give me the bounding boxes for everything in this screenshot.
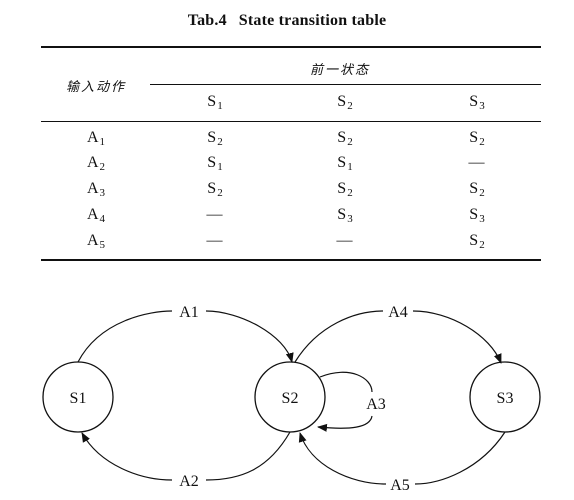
table-cell-subscript: 1 bbox=[347, 161, 353, 173]
header-bottom-rule bbox=[41, 121, 541, 122]
transition-a5: A5 bbox=[298, 431, 506, 494]
column-header-s2-symbol: S bbox=[337, 93, 347, 110]
column-header-s1-subscript: 1 bbox=[217, 100, 223, 112]
table-cell-symbol: S bbox=[207, 129, 217, 146]
table-cell: — bbox=[305, 232, 385, 251]
table-cell: S1 bbox=[305, 154, 385, 173]
table-cell-symbol: — bbox=[206, 206, 223, 223]
row-label-a5-symbol: A bbox=[86, 232, 99, 249]
table-cell-symbol: S bbox=[337, 129, 347, 146]
table-caption: Tab.4 State transition table bbox=[0, 12, 574, 30]
column-header-s3: S3 bbox=[437, 93, 517, 112]
state-transition-diagram: S1 S2 S3 A1 A2 A3 A4 A5 bbox=[42, 304, 541, 494]
row-label-a4-symbol: A bbox=[86, 206, 99, 223]
table-title: State transition table bbox=[238, 12, 387, 29]
transition-label-a2: A2 bbox=[179, 473, 199, 490]
column-header-s2-subscript: 2 bbox=[347, 100, 353, 112]
column-header-s2: S2 bbox=[305, 93, 385, 112]
table-cell-symbol: S bbox=[469, 206, 479, 223]
table-number: Tab.4 bbox=[187, 12, 227, 29]
table-cell-symbol: — bbox=[468, 154, 485, 171]
table-bottom-rule bbox=[41, 259, 541, 261]
state-node-s1: S1 bbox=[42, 361, 114, 433]
transition-a1: A1 bbox=[77, 304, 294, 363]
transition-label-a1: A1 bbox=[179, 304, 199, 321]
row-label-a1-symbol: A bbox=[86, 129, 99, 146]
table-cell-symbol: S bbox=[469, 232, 479, 249]
table-cell-symbol: — bbox=[336, 232, 353, 249]
table-cell: S3 bbox=[305, 206, 385, 225]
table-cell-symbol: S bbox=[337, 154, 347, 171]
table-cell-subscript: 2 bbox=[217, 187, 223, 199]
table-cell-subscript: 2 bbox=[347, 136, 353, 148]
row-header-input-action: 输入动作 bbox=[65, 80, 126, 95]
row-label-a3: A3 bbox=[56, 180, 136, 199]
table-cell-subscript: 2 bbox=[217, 136, 223, 148]
table-cell-symbol: S bbox=[337, 180, 347, 197]
row-label-a5-subscript: 5 bbox=[99, 239, 106, 251]
table-cell-subscript: 3 bbox=[347, 213, 353, 225]
table-cell: S2 bbox=[437, 129, 517, 148]
group-header-previous-state: 前一状态 bbox=[309, 63, 370, 78]
state-label-s1: S1 bbox=[70, 390, 87, 407]
table-cell: S3 bbox=[437, 206, 517, 225]
transition-a2: A2 bbox=[81, 431, 291, 490]
row-label-a1: A1 bbox=[56, 129, 136, 148]
table-cell: S2 bbox=[437, 232, 517, 251]
table-cell-subscript: 3 bbox=[479, 213, 485, 225]
column-header-s3-symbol: S bbox=[469, 93, 479, 110]
state-label-s2: S2 bbox=[282, 390, 299, 407]
table-cell: — bbox=[175, 206, 255, 225]
transition-a3: A3 bbox=[317, 371, 386, 432]
row-label-a3-symbol: A bbox=[86, 180, 99, 197]
state-node-s2: S2 bbox=[254, 361, 326, 433]
table-cell-subscript: 2 bbox=[479, 239, 485, 251]
table-cell: S1 bbox=[175, 154, 255, 173]
table-cell: S2 bbox=[175, 180, 255, 199]
column-header-s1: S1 bbox=[175, 93, 255, 112]
column-header-s1-symbol: S bbox=[207, 93, 217, 110]
table-cell-symbol: S bbox=[469, 129, 479, 146]
group-header-rule bbox=[150, 84, 541, 85]
table-cell-symbol: S bbox=[337, 206, 347, 223]
transition-label-a5: A5 bbox=[390, 477, 410, 494]
table-cell-symbol: — bbox=[206, 232, 223, 249]
row-label-a5: A5 bbox=[56, 232, 136, 251]
transition-label-a3: A3 bbox=[366, 396, 386, 413]
row-label-a2-symbol: A bbox=[86, 154, 99, 171]
row-label-a1-subscript: 1 bbox=[99, 136, 106, 148]
row-label-a4: A4 bbox=[56, 206, 136, 225]
table-cell: S2 bbox=[305, 129, 385, 148]
table-cell-subscript: 2 bbox=[479, 187, 485, 199]
table-top-rule bbox=[41, 46, 541, 48]
transition-a4: A4 bbox=[294, 304, 502, 364]
row-label-a2-subscript: 2 bbox=[99, 161, 106, 173]
state-node-s3: S3 bbox=[469, 361, 541, 433]
table-cell-subscript: 1 bbox=[217, 161, 223, 173]
table-cell-symbol: S bbox=[207, 180, 217, 197]
row-label-a3-subscript: 3 bbox=[99, 187, 106, 199]
table-cell: — bbox=[175, 232, 255, 251]
column-header-s3-subscript: 3 bbox=[479, 100, 485, 112]
row-label-a2: A2 bbox=[56, 154, 136, 173]
table-cell: S2 bbox=[175, 129, 255, 148]
transition-label-a4: A4 bbox=[388, 304, 408, 321]
table-cell: S2 bbox=[437, 180, 517, 199]
table-cell-subscript: 2 bbox=[347, 187, 353, 199]
table-cell-symbol: S bbox=[207, 154, 217, 171]
row-label-a4-subscript: 4 bbox=[99, 213, 106, 225]
state-label-s3: S3 bbox=[497, 390, 514, 407]
table-cell: — bbox=[437, 154, 517, 173]
table-cell-symbol: S bbox=[469, 180, 479, 197]
table-cell: S2 bbox=[305, 180, 385, 199]
table-cell-subscript: 2 bbox=[479, 136, 485, 148]
